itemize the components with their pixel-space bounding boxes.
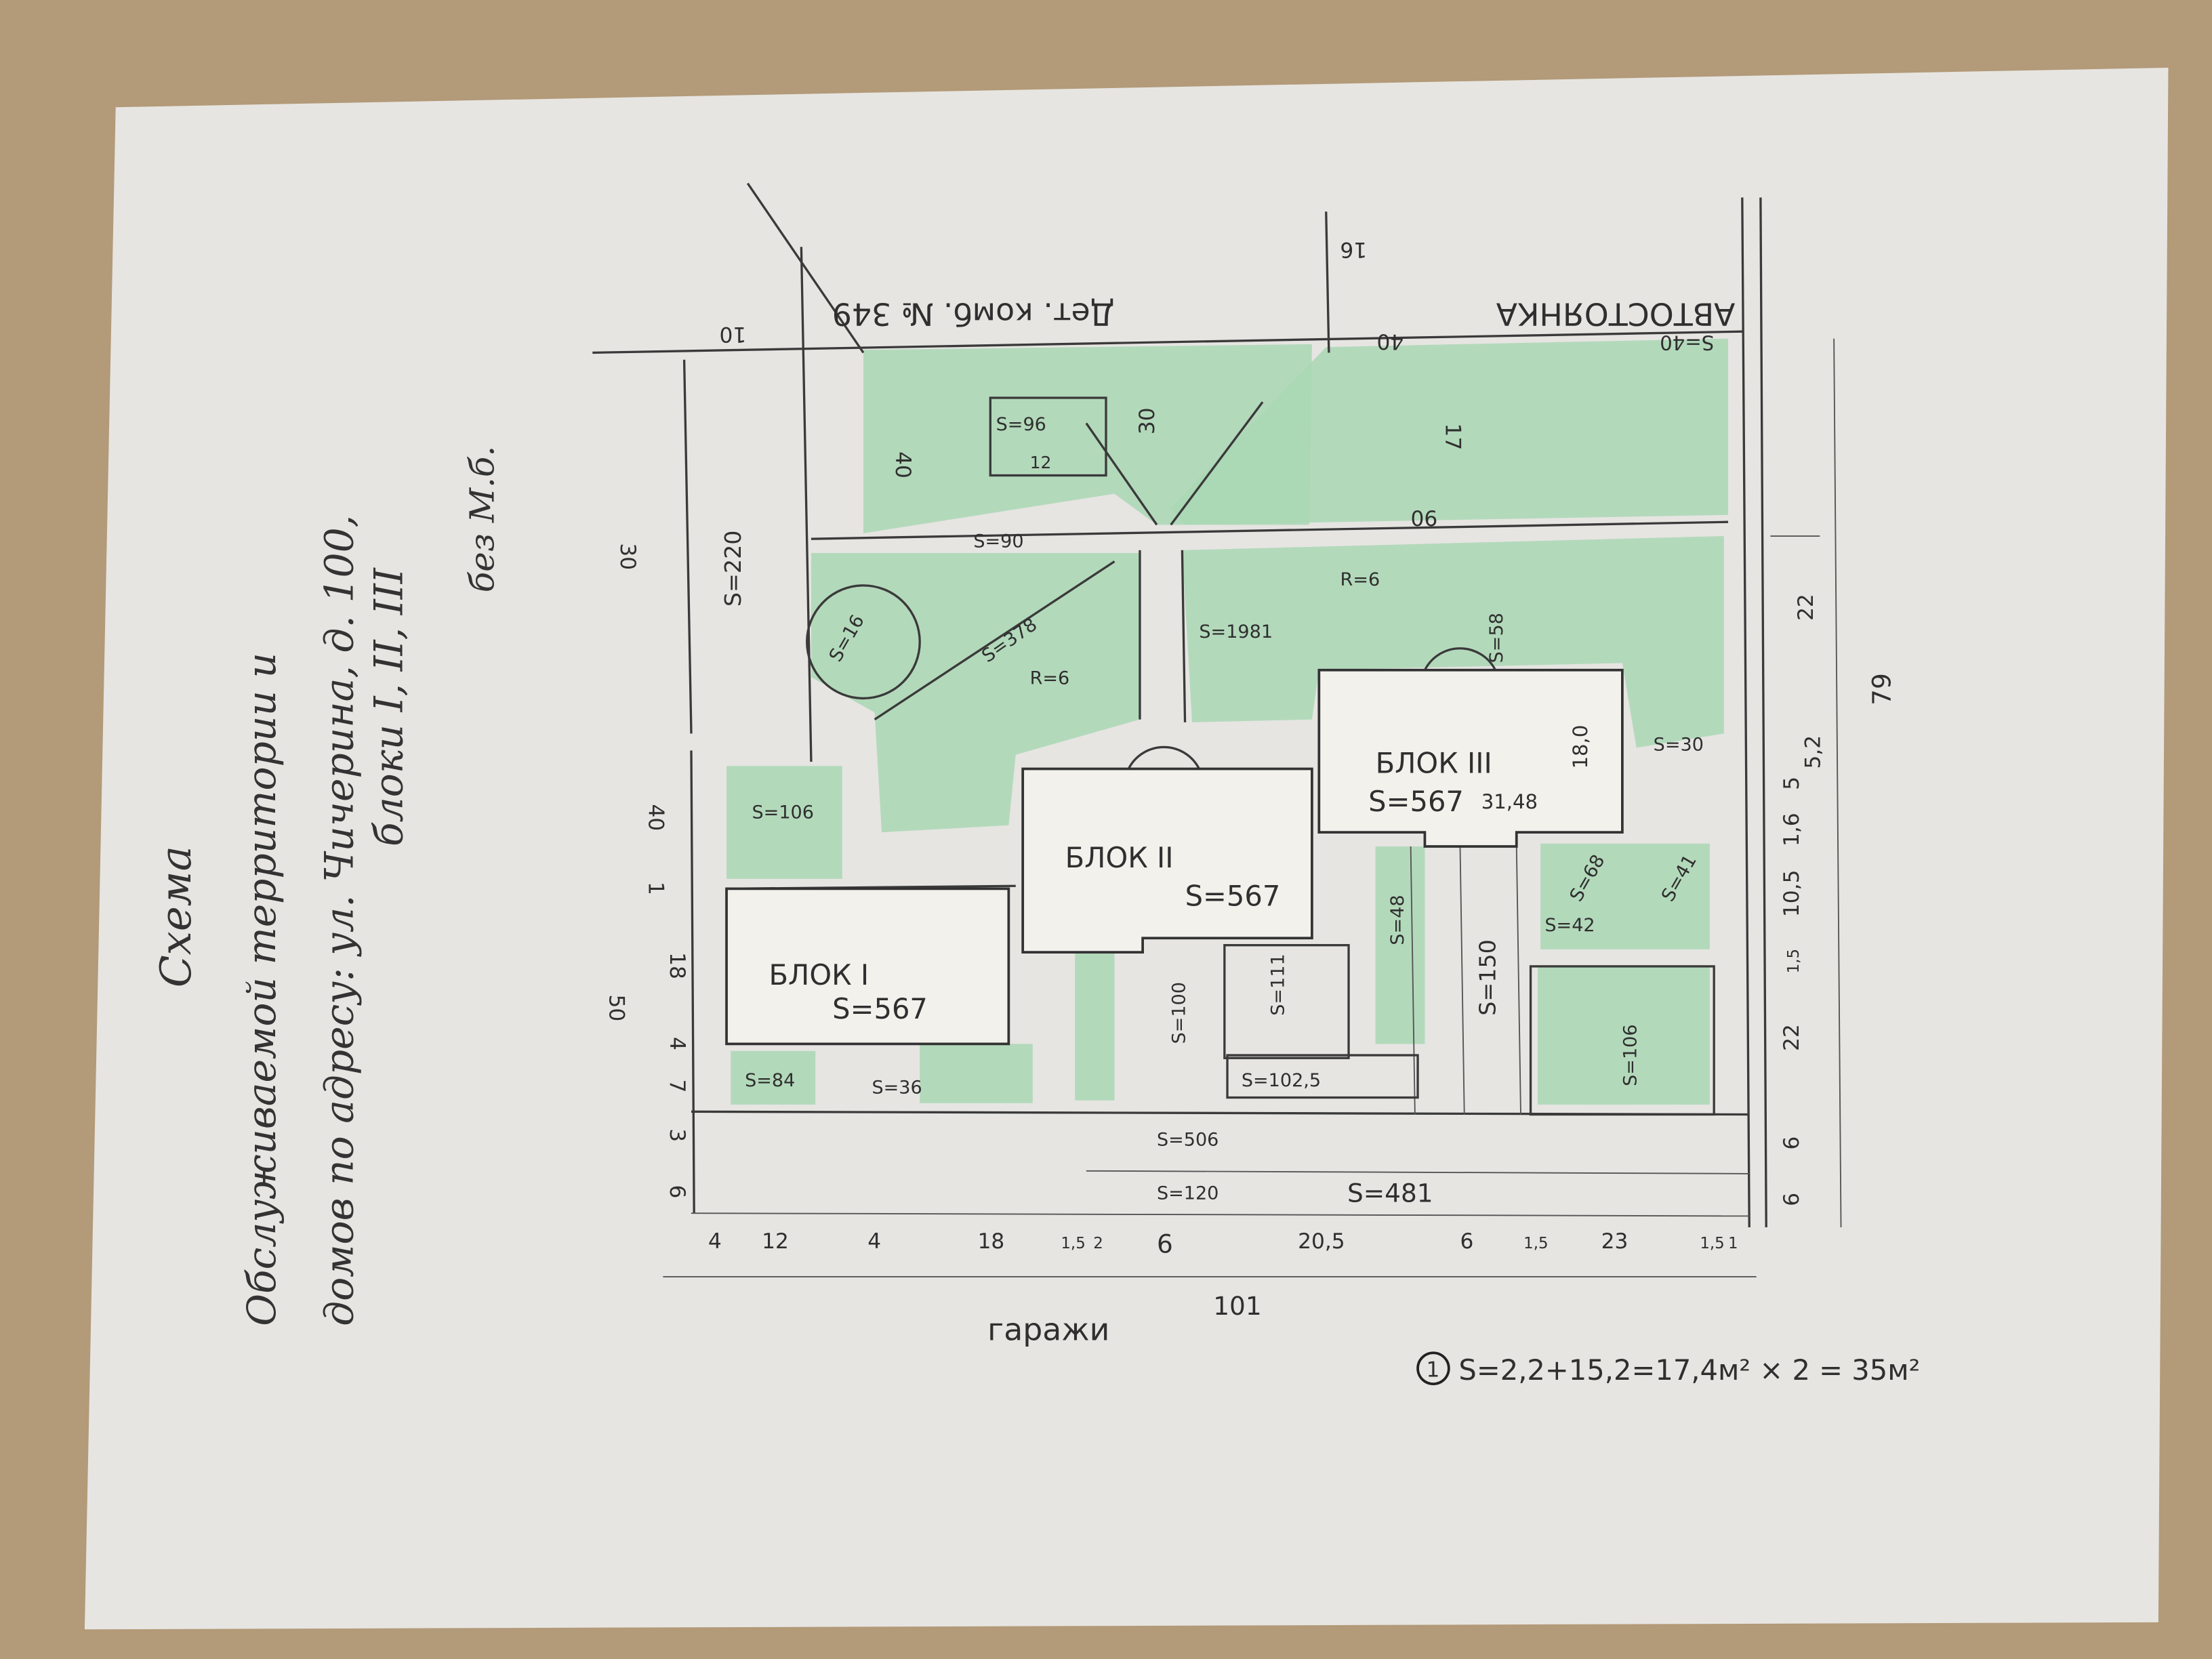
caption-line-2: Обслуживаемой территории и <box>239 653 285 1326</box>
dim-bottom: 6 <box>1157 1229 1173 1258</box>
area-label: S=106 <box>752 802 814 823</box>
area-label: S=111 <box>1267 954 1288 1015</box>
dim-left: 3 <box>665 1128 689 1142</box>
radius-label: R=6 <box>1340 569 1380 590</box>
dim-bottom: 18 <box>978 1229 1005 1254</box>
parking-area: S=40 <box>1660 331 1714 354</box>
dim-right: 22 <box>1794 594 1818 621</box>
block-3-dim-1: 18,0 <box>1569 725 1592 769</box>
dim-top: 40 <box>890 451 915 478</box>
area-label: S=106 <box>1620 1024 1641 1086</box>
radius-label: R=6 <box>1030 668 1070 689</box>
area-label: S=90 <box>973 531 1023 552</box>
block-2-label: БЛОК II <box>1065 841 1174 874</box>
total-width: 101 <box>1213 1291 1262 1321</box>
block-2 <box>1021 767 1313 954</box>
area-label: S=84 <box>745 1070 795 1091</box>
area-label: S=150 <box>1475 939 1501 1016</box>
area-label: S=100 <box>1169 982 1190 1044</box>
area-label: S=58 <box>1486 613 1507 663</box>
dim-top: 10 <box>719 322 746 346</box>
area-label: S=1981 <box>1199 621 1273 642</box>
dim-bottom: 1,5 <box>1523 1235 1548 1252</box>
dim-right: 1,5 <box>1785 949 1803 973</box>
dim-top: 90 <box>1410 506 1437 530</box>
area-label: S=48 <box>1387 895 1408 945</box>
dim-left: 40 <box>644 804 668 832</box>
area-label: S=220 <box>720 531 746 607</box>
kindergarten-label: Дет. комб. № 349 <box>832 296 1115 333</box>
block-1 <box>725 887 1010 1046</box>
caption: Схема Обслуживаемой территории и домов п… <box>151 446 502 1326</box>
caption-line-3: домов по адресу: ул. Чичерина, д. 100, <box>316 515 362 1326</box>
dim-bottom: 12 <box>762 1229 789 1254</box>
dim-left: 50 <box>604 995 628 1022</box>
dim-bottom: 6 <box>1460 1229 1473 1254</box>
block-2-area: S=567 <box>1185 879 1281 912</box>
block-3 <box>1317 668 1624 848</box>
dim-bottom: 2 <box>1093 1235 1103 1252</box>
dim-bottom: 23 <box>1601 1229 1629 1254</box>
dim-bottom: 1,5 <box>1700 1235 1724 1252</box>
dim-right: 6 <box>1780 1193 1804 1206</box>
block-3-label: БЛОК III <box>1376 747 1492 780</box>
dim-right: 5,2 <box>1801 735 1825 769</box>
area-label: S=30 <box>1654 734 1704 755</box>
formula-marker: 1 <box>1427 1358 1440 1382</box>
dim-top: 12 <box>1030 453 1052 472</box>
dim-right: 6 <box>1780 1136 1804 1150</box>
block-1-label: БЛОК I <box>769 958 869 991</box>
block-3-area: S=567 <box>1368 785 1464 818</box>
lawns <box>726 338 1728 1105</box>
caption-note: без М.б. <box>463 446 502 593</box>
dim-left: 4 <box>665 1037 689 1050</box>
dim-top: 40 <box>1376 329 1404 353</box>
dim-right: 22 <box>1780 1024 1804 1051</box>
area-formula: 1 S=2,2+15,2=17,4м² × 2 = 35м² <box>1416 1351 1920 1387</box>
formula-text: S=2,2+15,2=17,4м² × 2 = 35м² <box>1458 1353 1920 1387</box>
plan-lines <box>592 182 1842 1277</box>
area-label: S=481 <box>1347 1179 1433 1208</box>
dim-bottom: 1,5 <box>1061 1235 1085 1252</box>
caption-title: Схема <box>151 846 201 987</box>
dim-right: 10,5 <box>1780 870 1804 918</box>
total-height: 79 <box>1866 673 1896 705</box>
dim-left: 6 <box>665 1185 689 1199</box>
dim-bottom: 1 <box>1728 1235 1738 1252</box>
caption-line-4: блоки I, II, III <box>365 567 411 846</box>
parking-label: АВТОСТОЯНКА <box>1496 296 1736 333</box>
dimension-labels: 101 79 4 12 4 18 1,5 2 6 20,5 6 1,5 23 1… <box>604 237 1896 1321</box>
area-label: S=506 <box>1157 1129 1218 1150</box>
block-3-dim-2: 31,48 <box>1481 790 1538 813</box>
block-1-area: S=567 <box>832 992 928 1025</box>
dim-right: 1,6 <box>1780 813 1804 846</box>
dim-left: 18 <box>665 952 689 979</box>
area-label: S=102,5 <box>1242 1070 1321 1091</box>
area-label: S=120 <box>1157 1183 1218 1204</box>
dim-bottom: 4 <box>867 1229 881 1254</box>
dim-top: 30 <box>1135 407 1160 434</box>
area-label: S=36 <box>872 1077 922 1098</box>
dim-left: 30 <box>615 543 640 570</box>
dim-right: 5 <box>1780 777 1804 790</box>
formula-marker-circle <box>1416 1351 1450 1385</box>
area-label: S=96 <box>996 414 1046 435</box>
dim-top: 16 <box>1340 237 1367 262</box>
area-label: S=42 <box>1544 915 1595 936</box>
dim-top: 17 <box>1441 423 1465 450</box>
dim-bottom: 20,5 <box>1298 1229 1345 1254</box>
dim-left: 1 <box>644 882 668 895</box>
garages-label: гаражи <box>987 1311 1109 1348</box>
dim-bottom: 4 <box>708 1229 722 1254</box>
dim-left: 7 <box>665 1079 689 1092</box>
